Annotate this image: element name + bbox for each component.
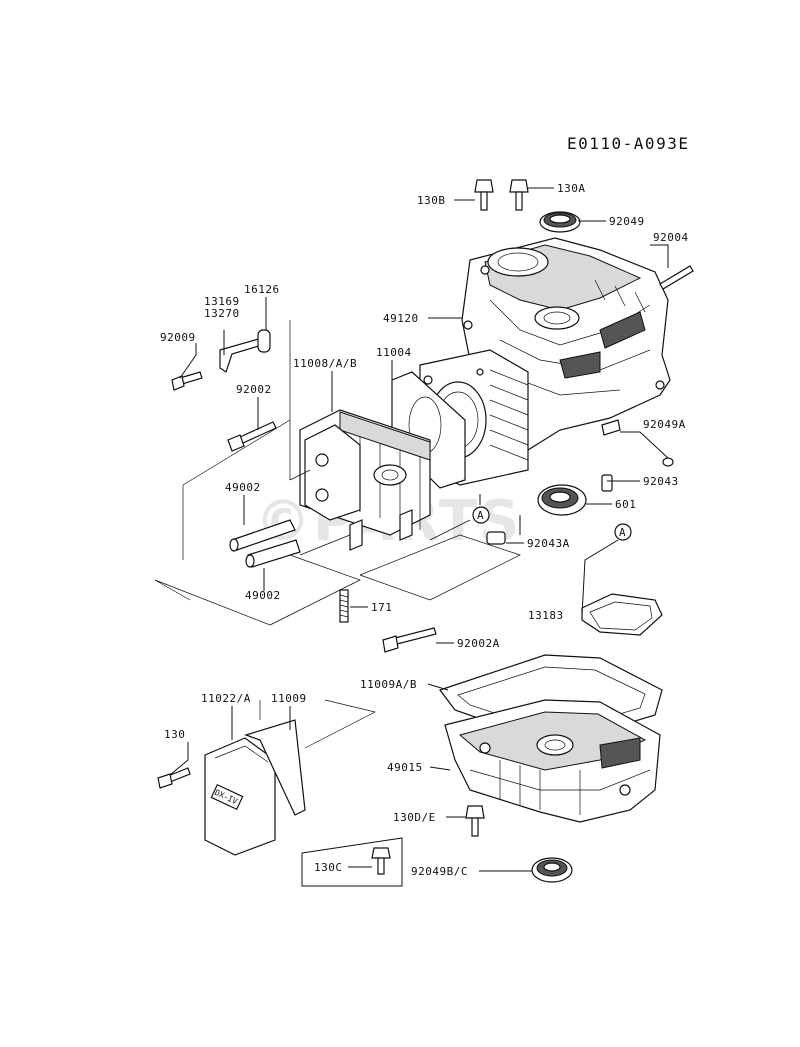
oil-seal-92049[interactable] [539,211,581,233]
bearing-601[interactable] [537,484,587,516]
label-11008: 11008/A/B [293,357,357,370]
dowel-92043A[interactable] [486,531,506,545]
diagram-code: E0110-A093E [567,134,689,153]
label-92009: 92009 [160,331,196,344]
bracket-13169[interactable] [219,337,263,373]
dowel-92043[interactable] [601,474,613,492]
pin-49002-a[interactable] [229,519,296,552]
label-13183: 13183 [528,609,564,622]
cover-13183[interactable] [581,593,663,636]
label-49002-b: 49002 [245,589,281,602]
stud-92004[interactable] [659,265,694,290]
bolt-92009[interactable] [171,371,203,391]
label-92043: 92043 [643,475,679,488]
callout-a-2: A [614,523,632,541]
bolt-130DE[interactable] [465,805,485,837]
label-130A: 130A [557,182,586,195]
label-11022: 11022/A [201,692,251,705]
label-601: 601 [615,498,636,511]
plate-16126[interactable] [257,329,271,353]
label-92049: 92049 [609,215,645,228]
label-130C: 130C [314,861,343,874]
label-92002: 92002 [236,383,272,396]
label-92043A: 92043A [527,537,570,550]
cover-gasket-11009[interactable] [244,719,306,816]
callout-a-1-text: A [477,509,484,522]
oil-seal-92049BC[interactable] [531,857,573,883]
plug-92049A[interactable] [601,419,621,436]
label-13169: 13169 [204,295,240,308]
washer-92049A[interactable] [662,457,674,467]
label-11009AB: 11009A/B [360,678,417,691]
label-49015: 49015 [387,761,423,774]
bolt-130C[interactable] [371,847,391,875]
bolt-92002[interactable] [227,421,277,452]
bolt-130B[interactable] [474,179,494,211]
label-92002A: 92002A [457,637,500,650]
cover-logo-badge: DX-IV [210,783,244,811]
part-labels: 130B 130A 92049 92004 16126 13169 13270 … [160,182,689,878]
rocker-cover-11022[interactable]: DX-IV [204,737,276,856]
label-49002-a: 49002 [225,481,261,494]
label-130DE: 130D/E [393,811,436,824]
label-16126: 16126 [244,283,280,296]
cylinder-head-11008[interactable] [299,409,431,551]
stud-171[interactable] [339,589,349,623]
box-130C [301,837,403,887]
crankcase-cover-49015[interactable] [444,699,661,823]
label-130: 130 [164,728,185,741]
bolt-92002A[interactable] [382,627,437,653]
label-92004: 92004 [653,231,689,244]
callout-a-1: A [472,506,490,524]
label-92049BC: 92049B/C [411,865,468,878]
leader-lines [169,187,669,872]
callout-a-2-text: A [619,526,626,539]
label-171: 171 [371,601,392,614]
pin-49002-b[interactable] [245,539,301,568]
label-13270: 13270 [204,307,240,320]
label-130B: 130B [417,194,446,207]
bolt-130A[interactable] [509,179,529,211]
bolt-130[interactable] [157,767,191,789]
label-92049A: 92049A [643,418,686,431]
label-11009: 11009 [271,692,307,705]
label-11004: 11004 [376,346,412,359]
label-49120: 49120 [383,312,419,325]
